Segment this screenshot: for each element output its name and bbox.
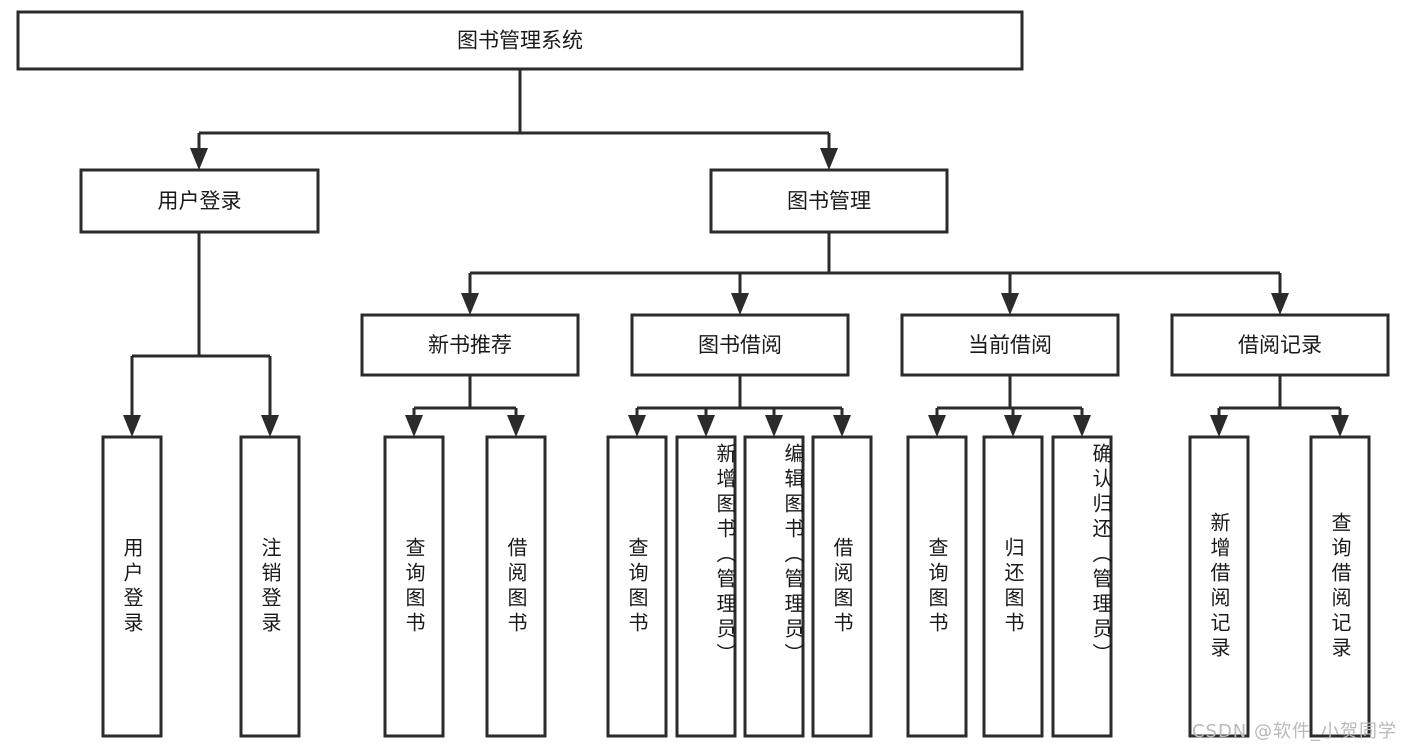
arrow-group-branch-2-1	[1004, 415, 1022, 437]
arrow-manage-branch-2	[1001, 293, 1019, 315]
arrow-group-branch-1-0	[628, 415, 646, 437]
node-box-leaf-1[interactable]	[239, 435, 301, 738]
arrow-group-branch-3-1	[1331, 415, 1349, 437]
arrow-group-branch-1-3	[833, 415, 851, 437]
node-label-level3-2: 当前借阅	[968, 333, 1052, 357]
node-label-level3-0: 新书推荐	[428, 333, 512, 357]
node-label-level2-1: 图书管理	[787, 189, 871, 213]
node-box-leaf-10[interactable]	[1051, 435, 1113, 738]
node-box-level2-1[interactable]	[709, 168, 949, 234]
node-box-level2-0[interactable]	[79, 168, 320, 234]
node-box-leaf-12[interactable]	[1309, 435, 1371, 738]
node-label-root: 图书管理系统	[457, 29, 583, 53]
arrow-manage-branch-0	[461, 293, 479, 315]
node-box-leaf-0[interactable]	[101, 435, 163, 738]
arrow-group-branch-0-1	[507, 415, 525, 437]
arrow-group-branch-0-0	[405, 415, 423, 437]
arrow-group-branch-3-0	[1210, 415, 1228, 437]
arrow-group-branch-2-2	[1073, 415, 1091, 437]
node-box-leaf-5[interactable]	[675, 435, 737, 738]
arrow-group-branch-1-2	[765, 415, 783, 437]
arrow-manage-branch-3	[1271, 293, 1289, 315]
connector-layer	[123, 69, 1349, 437]
node-box-leaf-9[interactable]	[982, 435, 1044, 738]
node-box-leaf-11[interactable]	[1188, 435, 1250, 738]
node-box-level3-1[interactable]	[630, 313, 850, 377]
node-box-leaf-3[interactable]	[485, 435, 547, 738]
node-label-level2-0: 用户登录	[158, 189, 242, 213]
node-box-leaf-4[interactable]	[606, 435, 668, 738]
node-box-level3-3[interactable]	[1170, 313, 1390, 377]
node-box-leaf-8[interactable]	[906, 435, 968, 738]
arrow-root-branch-0	[190, 148, 208, 170]
node-box-root[interactable]	[16, 10, 1024, 71]
arrow-group-branch-1-1	[697, 415, 715, 437]
watermark-text: CSDN @软件_小贺同学	[1191, 721, 1397, 742]
arrow-login-branch-0	[123, 415, 141, 437]
arrow-login-branch-1	[261, 415, 279, 437]
node-box-leaf-6[interactable]	[743, 435, 805, 738]
node-box-layer	[16, 10, 1390, 738]
node-box-level3-2[interactable]	[900, 313, 1120, 377]
node-box-leaf-7[interactable]	[811, 435, 873, 738]
node-box-leaf-2[interactable]	[383, 435, 445, 738]
node-label-level3-3: 借阅记录	[1238, 333, 1322, 357]
node-box-level3-0[interactable]	[360, 313, 580, 377]
arrow-group-branch-2-0	[928, 415, 946, 437]
arrow-root-branch-1	[820, 148, 838, 170]
node-label-level3-1: 图书借阅	[698, 333, 782, 357]
arrow-manage-branch-1	[731, 293, 749, 315]
